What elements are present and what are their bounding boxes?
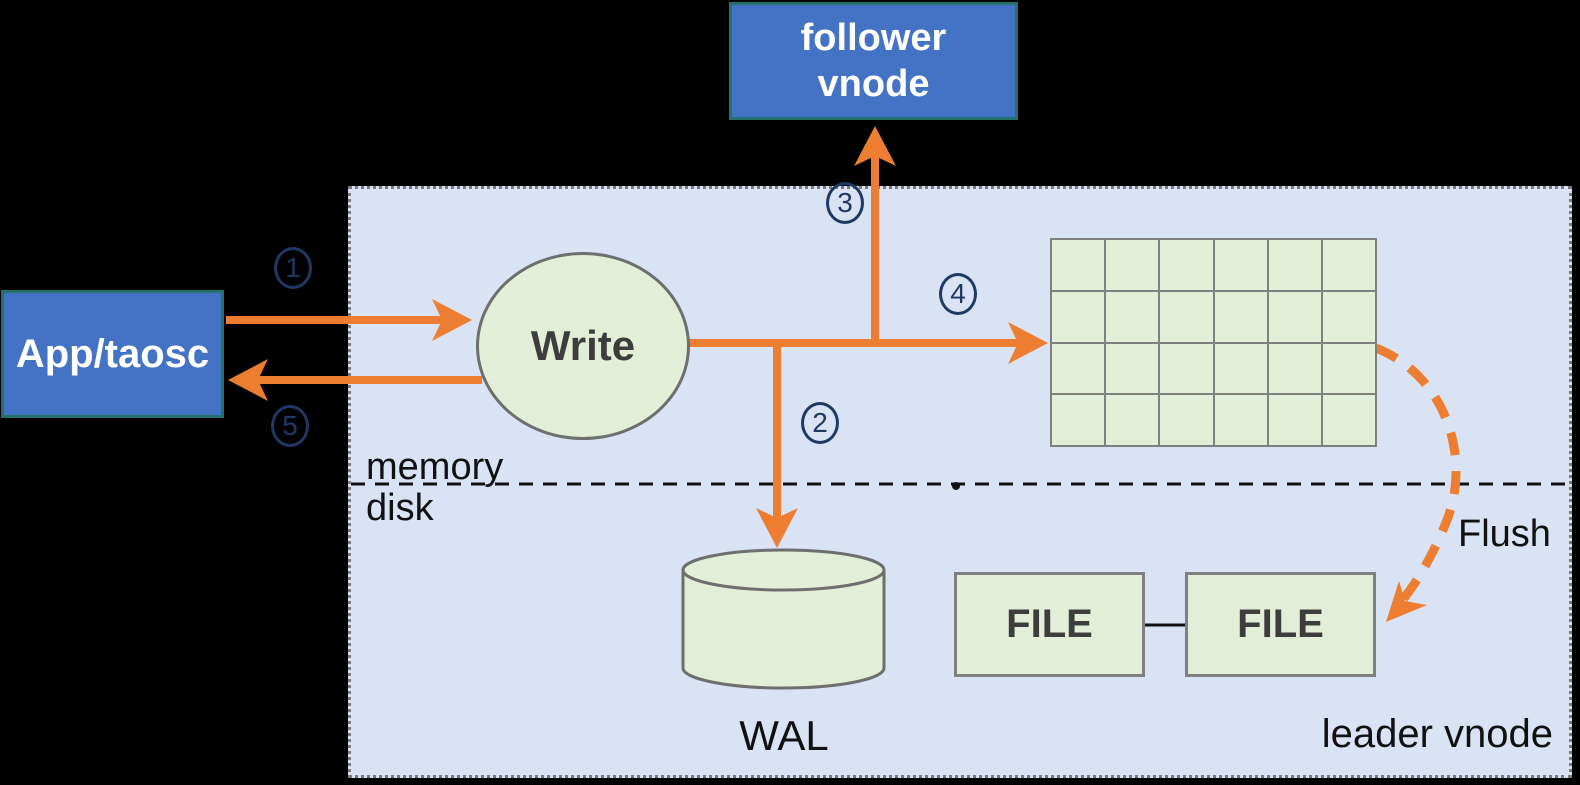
memtable-cell xyxy=(1106,395,1159,445)
memtable-cell xyxy=(1106,240,1159,290)
memtable-cell xyxy=(1160,395,1213,445)
memtable-cell xyxy=(1268,240,1321,290)
memtable-cell xyxy=(1322,395,1375,445)
memtable-cell xyxy=(1160,343,1213,394)
file-label-1: FILE xyxy=(1006,602,1093,646)
file-label-2: FILE xyxy=(1237,602,1324,646)
step-3-badge: 3 xyxy=(826,182,864,224)
memtable-cell xyxy=(1106,291,1159,342)
memtable-grid xyxy=(1050,238,1377,447)
memtable-cell xyxy=(1052,343,1105,394)
memtable-cell xyxy=(1106,343,1159,394)
memtable-cell xyxy=(1322,240,1375,290)
step-1-badge: 1 xyxy=(274,247,312,289)
app-taosc-label: App/taosc xyxy=(15,331,210,376)
memtable-cell xyxy=(1268,291,1321,342)
disk-label: disk xyxy=(366,487,434,529)
write-label: Write xyxy=(530,322,636,369)
memtable-cell xyxy=(1214,343,1267,394)
flush-label: Flush xyxy=(1458,513,1551,555)
app-taosc-node: App/taosc xyxy=(1,290,224,418)
file-node-2: FILE xyxy=(1185,572,1376,677)
memory-label: memory xyxy=(366,446,504,488)
step-5-badge: 5 xyxy=(271,405,309,447)
wal-label: WAL xyxy=(739,712,829,759)
follower-vnode-label-line1: follower xyxy=(800,17,947,59)
memtable-cell xyxy=(1160,291,1213,342)
memtable-cell xyxy=(1322,343,1375,394)
memtable-cell xyxy=(1214,291,1267,342)
memtable-cell xyxy=(1322,291,1375,342)
memtable-cell xyxy=(1052,240,1105,290)
file-node-1: FILE xyxy=(954,572,1145,677)
write-node: Write xyxy=(476,252,690,440)
memtable-cell xyxy=(1214,240,1267,290)
follower-vnode-node: follower vnode xyxy=(729,2,1018,120)
memtable-cell xyxy=(1214,395,1267,445)
memtable-cell xyxy=(1268,343,1321,394)
memtable-cell xyxy=(1160,240,1213,290)
memtable-cell xyxy=(1052,395,1105,445)
memtable-cell xyxy=(1268,395,1321,445)
memtable-cell xyxy=(1052,291,1105,342)
leader-vnode-label: leader vnode xyxy=(1321,712,1553,756)
step-4-badge: 4 xyxy=(939,273,977,315)
step-2-badge: 2 xyxy=(801,402,839,444)
follower-vnode-label-line2: vnode xyxy=(817,63,930,105)
